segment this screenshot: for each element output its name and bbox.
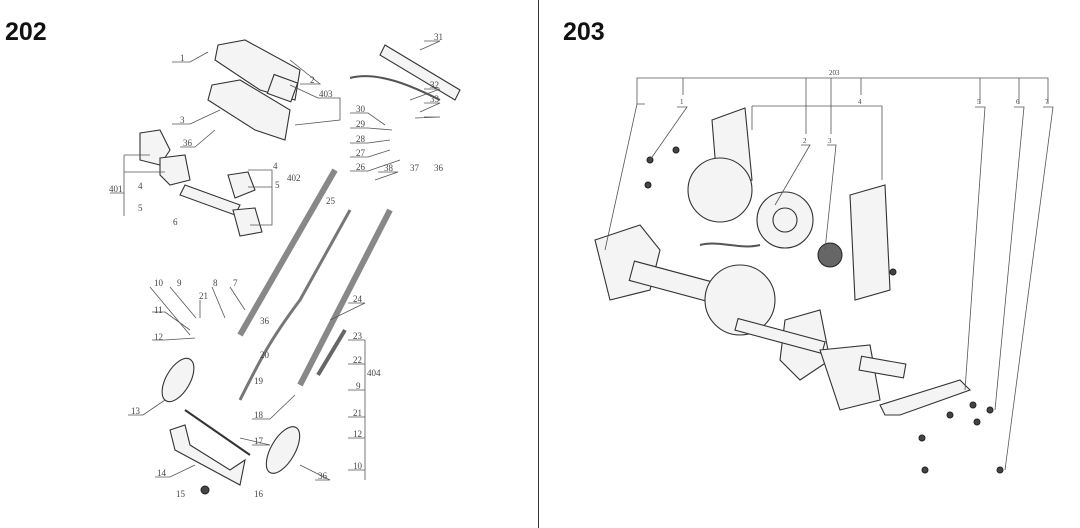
callout-203-5: 5 [977,98,981,106]
callout-2: 2 [310,75,315,85]
callout-13: 13 [131,406,141,416]
callout-402: 402 [287,173,301,183]
callout-21: 21 [199,291,208,301]
callout-16: 16 [254,489,264,499]
callout-28: 28 [356,134,366,144]
callout-19: 19 [254,376,264,386]
callout-24: 24 [353,294,363,304]
callout-12b: 12 [353,429,362,439]
figure-203-parts [594,107,1004,474]
callout-9b: 9 [356,381,361,391]
callout-18: 18 [254,410,264,420]
callout-5: 5 [138,203,143,213]
callout-404: 404 [367,368,381,378]
callout-203-4: 4 [858,98,862,106]
figure-203-callouts: 203 1 2 3 4 5 6 7 [680,69,1049,145]
figure-title-203: 203 [563,18,605,46]
callout-403: 403 [319,89,333,99]
callout-17: 17 [254,436,264,446]
callout-36: 36 [183,138,193,148]
figure-202-callouts: 1 2 403 3 36 401 4 5 6 4 5 402 31 32 33 … [109,32,444,499]
callout-36d: 36 [260,316,270,326]
callout-10: 10 [154,278,164,288]
figure-202-leaders [110,40,441,481]
callout-22: 22 [353,355,362,365]
callout-9: 9 [177,278,182,288]
figure-202-parts [139,39,461,495]
callout-15: 15 [176,489,186,499]
callout-26: 26 [356,162,366,172]
callout-38: 38 [384,163,394,173]
callout-36c: 36 [434,163,444,173]
callout-36e: 36 [318,471,328,481]
callout-32: 32 [430,80,439,90]
figure-title-202: 202 [5,18,47,46]
callout-8: 8 [213,278,218,288]
callout-10b: 10 [353,461,363,471]
callout-20: 20 [260,350,270,360]
callout-25: 25 [326,196,336,206]
callout-1: 1 [180,53,185,63]
callout-14: 14 [157,468,167,478]
callout-7: 7 [233,278,238,288]
panel-divider [538,0,539,528]
callout-12: 12 [154,332,163,342]
callout-5b: 5 [275,180,280,190]
callout-401: 401 [109,184,123,194]
callout-27: 27 [356,148,366,158]
callout-30: 30 [356,104,366,114]
callout-21b: 21 [353,408,362,418]
callout-203: 203 [829,69,840,77]
callout-4: 4 [138,181,143,191]
callout-4b: 4 [273,161,278,171]
callout-203-3: 3 [828,137,832,145]
callout-6: 6 [173,217,178,227]
callout-203-1: 1 [680,98,684,106]
callout-23: 23 [353,331,363,341]
callout-203-6: 6 [1016,98,1020,106]
callout-203-7: 7 [1045,98,1049,106]
callout-29: 29 [356,119,366,129]
callout-11: 11 [154,305,163,315]
figure-203-leaders [604,77,1054,471]
callout-3: 3 [180,115,185,125]
callout-31: 31 [434,32,443,42]
callout-203-2: 2 [803,137,807,145]
callout-37: 37 [410,163,420,173]
callout-33: 33 [430,94,440,104]
